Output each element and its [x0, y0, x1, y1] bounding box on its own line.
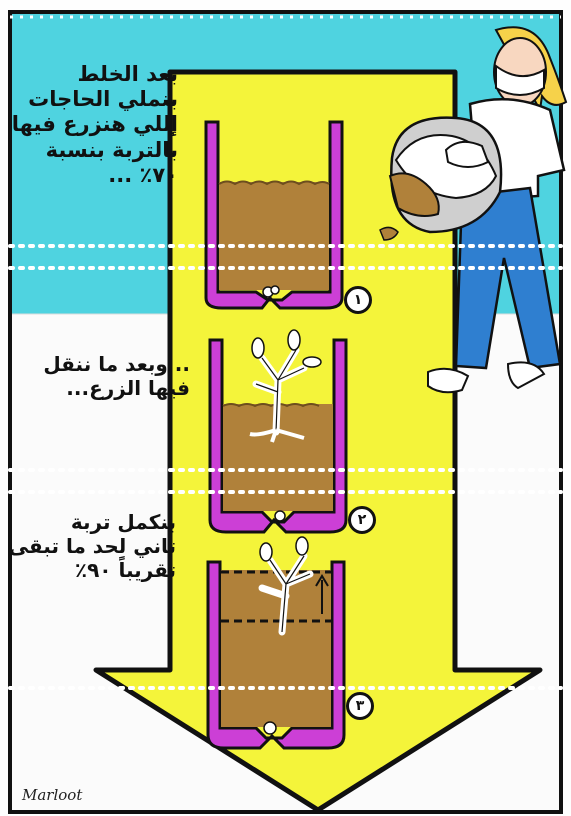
caption-top-up: بنكمل تربة تاني لحد ما تبقى تقريباً ٩٠٪ — [14, 510, 176, 582]
step-number-1: ١ — [344, 286, 372, 314]
caption-transplant: .. وبعد ما ننقل فيها الزرع... — [18, 352, 190, 400]
caption-line: .. وبعد ما ننقل — [18, 352, 190, 376]
caption-line: فيها الزرع... — [18, 376, 190, 400]
step-number-3: ٣ — [346, 692, 374, 720]
artist-signature: Marloot — [22, 786, 82, 804]
caption-line: تاني لحد ما تبقى — [14, 534, 176, 558]
caption-line: بعد الخلط — [20, 62, 178, 87]
caption-line: ٧٠٪ ... — [20, 163, 178, 188]
caption-line: بالتربة بنسبة — [20, 138, 178, 163]
caption-line: بنكمل تربة — [14, 510, 176, 534]
caption-line: إللي هنزرع فيها — [20, 112, 178, 137]
caption-mixing: بعد الخلط بنملي الحاجات إللي هنزرع فيها … — [20, 62, 178, 188]
caption-line: تقريباً ٩٠٪ — [14, 558, 176, 582]
step-number-2: ٢ — [348, 506, 376, 534]
caption-line: بنملي الحاجات — [20, 87, 178, 112]
